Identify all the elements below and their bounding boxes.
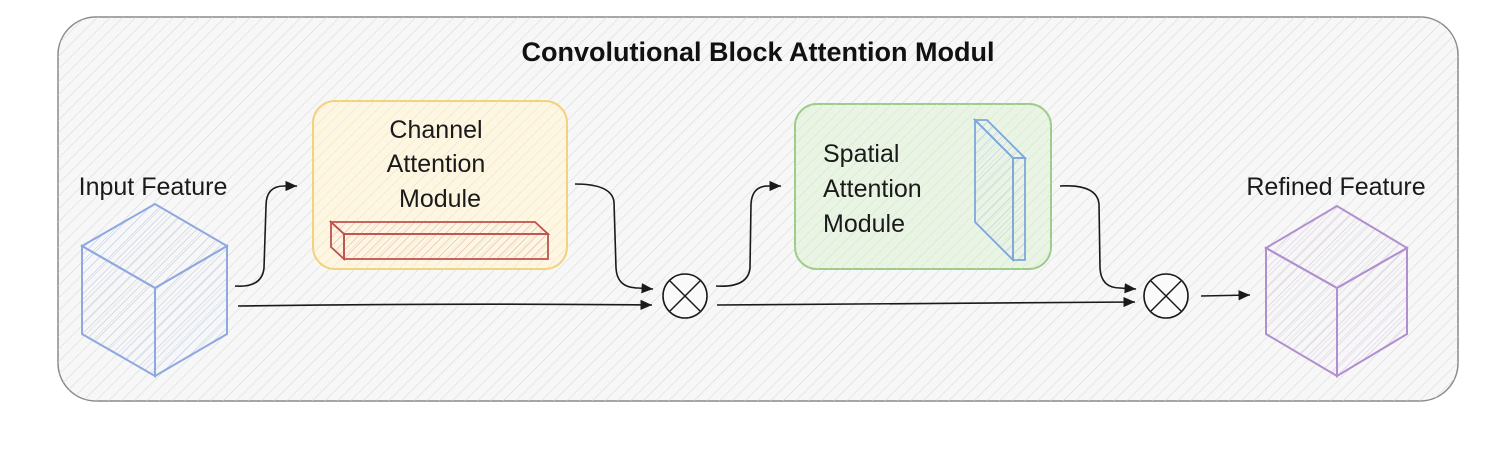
spatial-attention-plate xyxy=(972,117,1028,263)
spatial-module-line-3: Module xyxy=(823,210,905,238)
multiply-operator-icon xyxy=(662,273,708,319)
input-feature-label: Input Feature xyxy=(79,173,228,201)
channel-module-line-2: Attention xyxy=(387,150,486,178)
arrow-multiply-2-to-output xyxy=(1200,290,1251,301)
diagram-title: Convolutional Block Attention Modul xyxy=(522,37,995,67)
input-feature-cube xyxy=(79,202,229,378)
arrow-multiply-1-to-spatial xyxy=(715,180,781,287)
spatial-attention-module: Spatial Attention Module xyxy=(794,103,1052,270)
refined-feature-cube xyxy=(1264,204,1409,378)
channel-module-line-1: Channel xyxy=(389,116,482,144)
arrow-input-to-channel xyxy=(234,180,297,287)
channel-module-line-3: Module xyxy=(399,185,481,213)
connectors xyxy=(234,180,1251,311)
arrow-channel-to-multiply-1 xyxy=(574,183,654,294)
arrow-multiply-1-to-multiply-2 xyxy=(716,296,1136,308)
multiply-operator-icon xyxy=(1143,273,1189,319)
spatial-module-line-2: Attention xyxy=(823,175,922,203)
spatial-module-line-1: Spatial xyxy=(823,140,899,168)
outer-frame xyxy=(57,16,1459,402)
arrow-spatial-to-multiply-2 xyxy=(1059,185,1137,294)
channel-attention-module: Channel Attention Module xyxy=(312,100,568,270)
arrow-input-to-multiply-1 xyxy=(237,299,653,311)
refined-feature-label: Refined Feature xyxy=(1246,173,1425,201)
channel-attention-bar xyxy=(328,219,551,262)
